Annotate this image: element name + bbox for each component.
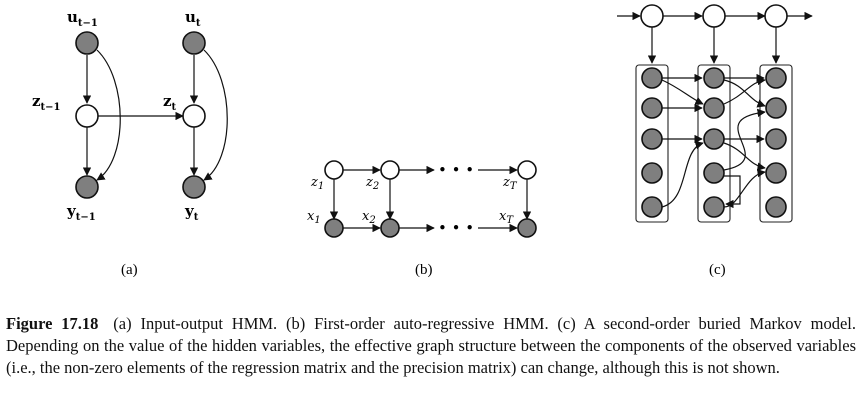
label-x1: x1	[307, 209, 321, 226]
node-xT	[517, 218, 537, 238]
figure-diagrams: ut−1 ut zt−1 zt yt−1 yt (a) • • • • • • …	[32, 4, 813, 278]
edge-c-b2n3-to-b3n4	[723, 142, 766, 171]
node-c-b1-4	[641, 162, 663, 184]
node-c-h1	[640, 4, 664, 28]
node-c-b2-1	[703, 67, 725, 89]
label-y-prev: yt−1	[66, 202, 96, 223]
node-y-prev	[75, 175, 99, 199]
label-z2: z2	[365, 175, 379, 192]
ellipsis-observed: • • •	[438, 219, 474, 237]
label-u-cur: ut	[185, 8, 201, 29]
node-zT	[517, 160, 537, 180]
caption-text: (a) Input-output HMM. (b) First-order au…	[6, 314, 856, 377]
panel-a: ut−1 ut zt−1 zt yt−1 yt (a)	[32, 8, 228, 278]
node-z-cur	[182, 104, 206, 128]
node-y-cur	[182, 175, 206, 199]
node-z2	[380, 160, 400, 180]
label-z-prev: zt−1	[32, 92, 61, 113]
panel-c-label: (c)	[709, 262, 726, 278]
node-c-b3-4	[765, 162, 787, 184]
figure-label: Figure 17.18	[6, 314, 99, 333]
node-z1	[324, 160, 344, 180]
edge-c-b2n2-to-b3n1	[723, 76, 766, 105]
panel-c: (c)	[617, 4, 813, 278]
node-c-b2-3	[703, 128, 725, 150]
edge-u-cur-to-y-cur	[203, 49, 228, 181]
figure-caption: Figure 17.18 (a) Input-output HMM. (b) F…	[6, 313, 856, 379]
node-c-h2	[702, 4, 726, 28]
node-c-b1-2	[641, 97, 663, 119]
node-z-prev	[75, 104, 99, 128]
label-z1: z1	[310, 175, 324, 192]
node-c-b1-3	[641, 128, 663, 150]
node-c-b2-2	[703, 97, 725, 119]
label-u-prev: ut−1	[67, 8, 98, 29]
edge-u-prev-to-y-prev	[96, 49, 121, 181]
node-x1	[324, 218, 344, 238]
node-c-b3-2	[765, 97, 787, 119]
panel-b-label: (b)	[415, 262, 433, 278]
obs-box-1	[635, 64, 669, 223]
node-c-b2-5	[703, 196, 725, 218]
node-c-b1-5	[641, 196, 663, 218]
node-c-b3-1	[765, 67, 787, 89]
label-x2: x2	[362, 209, 376, 226]
edge-c-b1n1-to-b2n2	[661, 79, 704, 105]
node-c-h3	[764, 4, 788, 28]
label-zT: zT	[502, 175, 518, 192]
panel-a-label: (a)	[121, 262, 138, 278]
node-x2	[380, 218, 400, 238]
label-y-cur: yt	[184, 202, 199, 223]
label-xT: xT	[499, 209, 514, 226]
panel-b: • • • • • • z1 z2 zT x1 x2 xT (b)	[307, 160, 537, 278]
edge-c-b2-self-loop	[724, 175, 741, 209]
edge-c-b2n1-to-b3n2	[723, 79, 766, 108]
ellipsis-hidden: • • •	[438, 161, 474, 179]
obs-box-3	[759, 64, 793, 223]
edge-c-b2n4-to-b3n2	[723, 108, 766, 171]
node-u-prev	[75, 31, 99, 55]
node-u-cur	[182, 31, 206, 55]
node-c-b3-5	[765, 196, 787, 218]
edge-c-b1n5-to-b2n3	[661, 141, 704, 208]
node-c-b3-3	[765, 128, 787, 150]
node-c-b2-4	[703, 162, 725, 184]
label-z-cur: zt	[163, 92, 177, 113]
node-c-b1-1	[641, 67, 663, 89]
